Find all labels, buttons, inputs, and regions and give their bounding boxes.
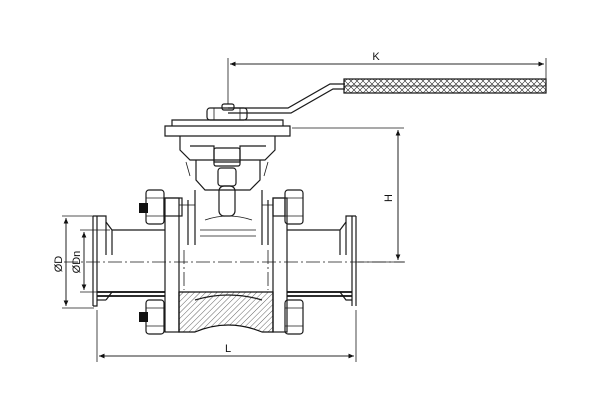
bolt-right-bottom — [284, 299, 304, 335]
stem-nut — [206, 103, 248, 121]
dimension-k-label: K — [372, 51, 380, 63]
lever-handle — [228, 78, 547, 114]
bolt-right-top — [272, 189, 304, 225]
body-flanges — [164, 197, 288, 333]
valve-body — [187, 185, 269, 245]
mounting-pad — [164, 119, 291, 191]
dimension-k: K — [227, 51, 547, 104]
dimension-d-label: ØD — [53, 256, 65, 273]
dimension-dn: ØDn — [71, 229, 110, 293]
dimension-l-label: L — [225, 343, 231, 355]
left-pipe-end — [92, 215, 165, 307]
bolt-left-top — [139, 189, 183, 225]
dimension-l: L — [96, 310, 357, 362]
dimension-h: H — [292, 127, 404, 263]
dimension-h-label: H — [383, 194, 395, 202]
ball-section — [178, 291, 274, 333]
bolt-left-bottom — [139, 299, 165, 335]
right-pipe-end — [287, 215, 357, 306]
dimension-dn-label: ØDn — [71, 251, 83, 274]
dimension-d: ØD — [53, 215, 94, 309]
